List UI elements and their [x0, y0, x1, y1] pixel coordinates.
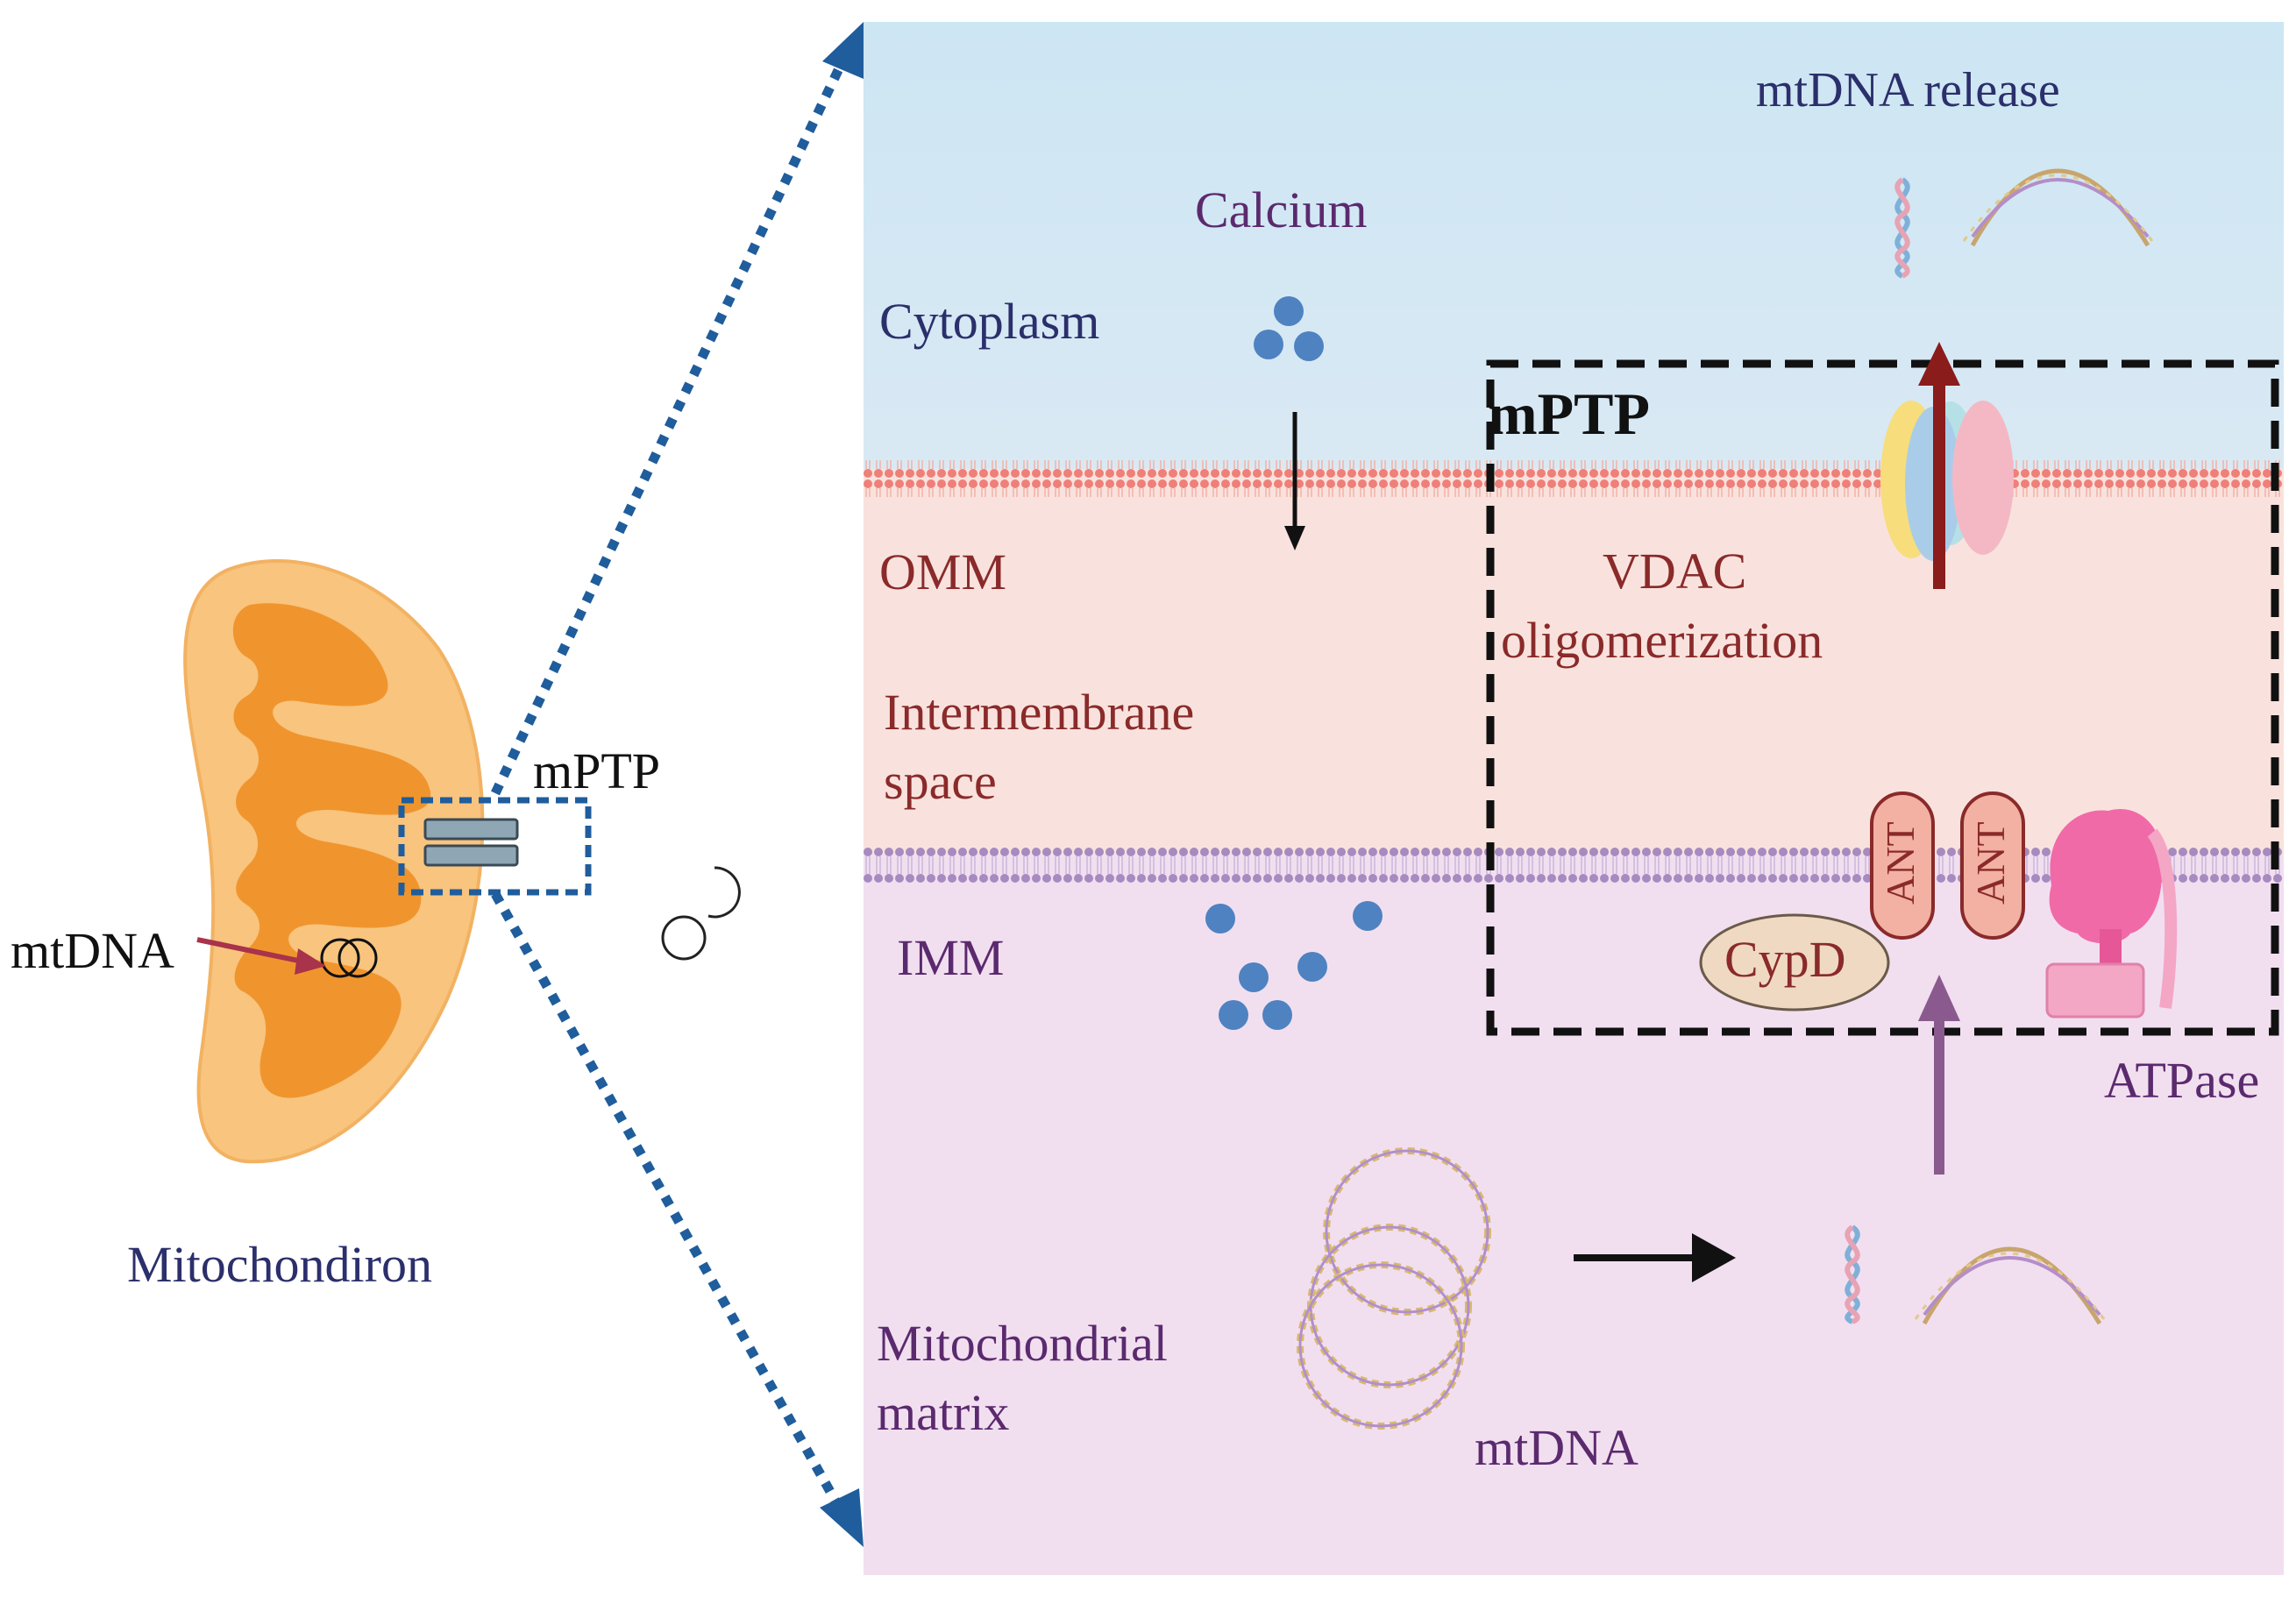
calcium-ion — [1219, 1000, 1248, 1030]
inner-mitochondrial-membrane — [864, 846, 2284, 883]
vdac-label-line1: VDAC — [1603, 543, 1747, 600]
pore-bar-bottom — [423, 844, 519, 867]
released-mtdna — [1894, 168, 2154, 279]
matrix-label-line1: Mitochondrial — [877, 1315, 1168, 1372]
small-vesicle — [661, 915, 707, 961]
calcium-ion — [1294, 331, 1324, 361]
open-vesicle — [707, 866, 741, 919]
pore-bar-top — [423, 818, 519, 841]
dna-fragment-arc — [1962, 168, 2154, 247]
calcium-ion — [1239, 962, 1269, 992]
dna-fragment-arc — [1914, 1246, 2106, 1325]
dna-fragment-short — [1894, 177, 1910, 279]
vdac-channel — [1880, 401, 2014, 561]
calcium-ions-matrix — [1205, 901, 1383, 1030]
calcium-influx-arrowhead — [1284, 526, 1305, 550]
calcium-ion — [1353, 901, 1383, 931]
mitochondrion-cristae — [232, 603, 431, 1098]
mtdna-pointer-arrowhead — [295, 948, 326, 975]
calcium-ion — [1297, 952, 1327, 982]
vdac-subunit — [1952, 401, 2014, 555]
matrix-mtdna-fragments — [1845, 1224, 2106, 1325]
intermembrane-region — [864, 469, 2284, 855]
ant-label-2: ANT — [1968, 821, 2013, 905]
outer-mitochondrial-membrane — [864, 460, 2284, 497]
intermembrane-label-line1: Intermembrane — [884, 684, 1195, 741]
mtdna-pointer-arrow — [196, 937, 308, 965]
mtdna-release-label: mtDNA release — [1756, 63, 2060, 117]
mitochondrion-illustration — [183, 559, 741, 1164]
zoom-line-bottom — [491, 891, 846, 1515]
zoom-arrowhead-top — [822, 22, 864, 79]
zoom-lines — [491, 22, 864, 1547]
fragmentation-arrowhead — [1692, 1233, 1736, 1282]
imm-label: IMM — [897, 929, 1005, 986]
cypd-protein — [1699, 913, 1890, 1011]
matrix-mtdna-label: mtDNA — [1475, 1419, 1638, 1476]
calcium-ions-cytoplasm — [1254, 296, 1324, 361]
vdac-label-line2: oligomerization — [1501, 612, 1823, 669]
mtdna-translocation-arrowhead — [1918, 975, 1960, 1021]
cytoplasm-label: Cytoplasm — [879, 293, 1100, 350]
cypd-label: CypD — [1724, 931, 1846, 988]
zoom-arrowhead-bottom — [820, 1488, 864, 1547]
ant-transporter-2 — [1960, 791, 2025, 940]
calcium-ion — [1262, 1000, 1292, 1030]
omm-label: OMM — [879, 543, 1007, 600]
compartment-backgrounds — [864, 22, 2284, 1575]
calcium-ion — [1205, 904, 1235, 933]
atpase-label: ATPase — [2104, 1052, 2260, 1109]
mptp-box-title: mPTP — [1488, 380, 1651, 447]
mitochondrion-caption: Mitochondiron — [127, 1236, 432, 1293]
dna-fragment-short — [1845, 1224, 1860, 1324]
mtdna-left-label: mtDNA — [11, 922, 174, 979]
calcium-ion — [1254, 330, 1283, 359]
ant-label-1: ANT — [1878, 821, 1923, 905]
matrix-mtdna-circles — [1297, 1147, 1491, 1430]
mtdna-ring-right — [338, 938, 378, 978]
calcium-ion — [1274, 296, 1304, 326]
calcium-label: Calcium — [1195, 181, 1368, 238]
mptp-left-label: mPTP — [533, 742, 661, 799]
mptp-highlight-box — [398, 797, 592, 896]
mtdna-ring-left — [320, 938, 360, 978]
atpase-complex — [2045, 809, 2178, 1019]
ant-transporter-1 — [1870, 791, 1935, 940]
intermembrane-label-line2: space — [884, 753, 997, 810]
matrix-label-line2: matrix — [877, 1384, 1010, 1441]
mptp-complex-box — [1486, 359, 2279, 1036]
cytoplasm-region — [864, 22, 2284, 469]
zoom-line-top — [491, 46, 853, 796]
mtdna-release-arrowhead — [1918, 342, 1960, 386]
